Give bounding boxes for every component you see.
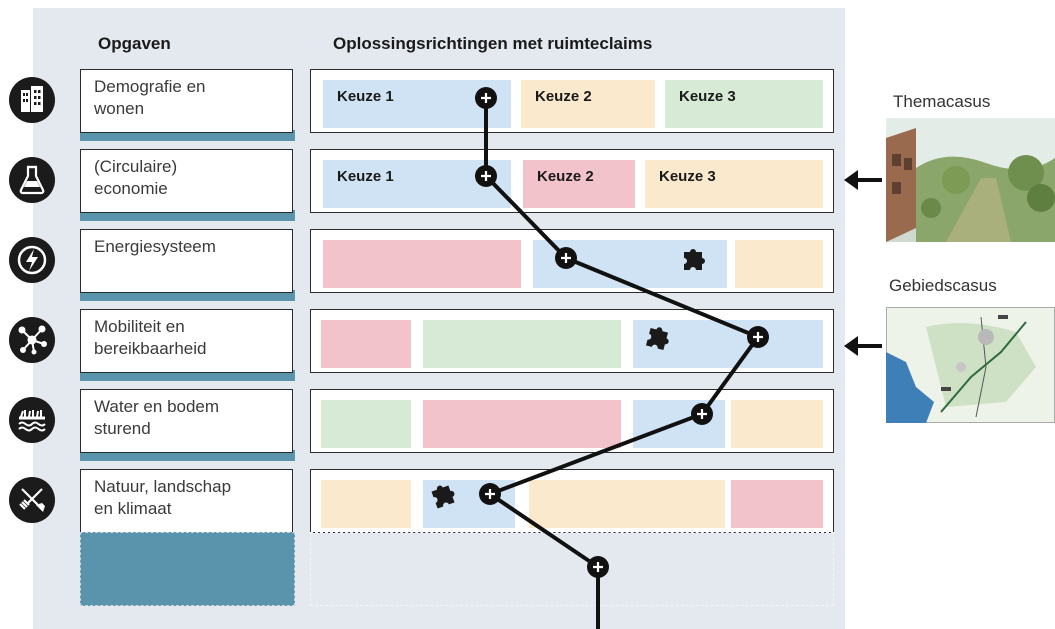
choice-segment[interactable]: Keuze 2 bbox=[523, 160, 635, 208]
teal-divider bbox=[80, 210, 295, 221]
task-label-line: sturend bbox=[94, 419, 151, 438]
choice-segment[interactable] bbox=[735, 240, 823, 288]
network-icon bbox=[9, 317, 55, 363]
choice-segment[interactable]: Keuze 2 bbox=[521, 80, 655, 128]
buildings-icon bbox=[9, 77, 55, 123]
task-label-line: wonen bbox=[94, 99, 145, 118]
solution-row bbox=[310, 389, 834, 453]
task-label-box: Water en bodem sturend bbox=[80, 389, 293, 453]
teal-divider bbox=[80, 370, 295, 381]
area-case-map[interactable] bbox=[886, 307, 1055, 423]
task-label-line: Energiesysteem bbox=[94, 237, 216, 256]
choice-segment[interactable]: Keuze 3 bbox=[645, 160, 823, 208]
solution-row bbox=[310, 309, 834, 373]
teal-divider bbox=[80, 130, 295, 141]
choice-segment[interactable] bbox=[321, 320, 411, 368]
solutions-header: Oplossingsrichtingen met ruimteclaims bbox=[333, 34, 653, 53]
choice-segment[interactable] bbox=[321, 480, 411, 528]
task-label-line: (Circulaire) bbox=[94, 157, 178, 176]
tools-icon bbox=[9, 477, 55, 523]
decision-path-line bbox=[484, 98, 762, 629]
task-label-box: Demografie en wonen bbox=[80, 69, 293, 133]
choice-segment[interactable] bbox=[423, 320, 621, 368]
teal-divider bbox=[80, 450, 295, 461]
path-node bbox=[475, 87, 769, 578]
task-label-line: Mobiliteit en bbox=[94, 317, 185, 336]
solution-row: Keuze 1 Keuze 2 Keuze 3 bbox=[310, 149, 834, 213]
task-label-box: Mobiliteit en bereikbaarheid bbox=[80, 309, 293, 373]
future-solution-placeholder bbox=[310, 532, 834, 606]
area-case-label: Gebiedscasus bbox=[889, 276, 997, 295]
choice-segment[interactable]: Keuze 3 bbox=[665, 80, 823, 128]
lightning-icon bbox=[9, 237, 55, 283]
choice-segment[interactable] bbox=[321, 400, 411, 448]
puzzle-piece-icon bbox=[431, 249, 705, 509]
choice-segment[interactable] bbox=[423, 400, 621, 448]
tasks-header: Opgaven bbox=[98, 34, 171, 53]
solution-row: Keuze 1 Keuze 2 Keuze 3 bbox=[310, 69, 834, 133]
arrow-left-icon bbox=[844, 170, 882, 356]
teal-divider bbox=[80, 290, 295, 301]
theme-case-photo[interactable] bbox=[886, 118, 1055, 242]
task-label-box: (Circulaire) economie bbox=[80, 149, 293, 213]
task-label-line: en klimaat bbox=[94, 499, 172, 518]
task-label-line: bereikbaarheid bbox=[94, 339, 207, 358]
theme-case-label: Themacasus bbox=[893, 92, 991, 111]
task-label-line: Water en bodem bbox=[94, 397, 220, 416]
choice-segment[interactable] bbox=[323, 240, 521, 288]
task-label-box: Energiesysteem bbox=[80, 229, 293, 293]
task-label-line: Demografie en bbox=[94, 77, 206, 96]
choice-segment[interactable] bbox=[731, 480, 823, 528]
choice-segment[interactable] bbox=[731, 400, 823, 448]
future-task-placeholder bbox=[80, 532, 295, 606]
task-label-line: economie bbox=[94, 179, 168, 198]
task-label-box: Natuur, landschap en klimaat bbox=[80, 469, 293, 533]
choice-segment[interactable] bbox=[529, 480, 725, 528]
flask-icon bbox=[9, 157, 55, 203]
task-label-line: Natuur, landschap bbox=[94, 477, 232, 496]
water-grass-icon bbox=[9, 397, 55, 443]
